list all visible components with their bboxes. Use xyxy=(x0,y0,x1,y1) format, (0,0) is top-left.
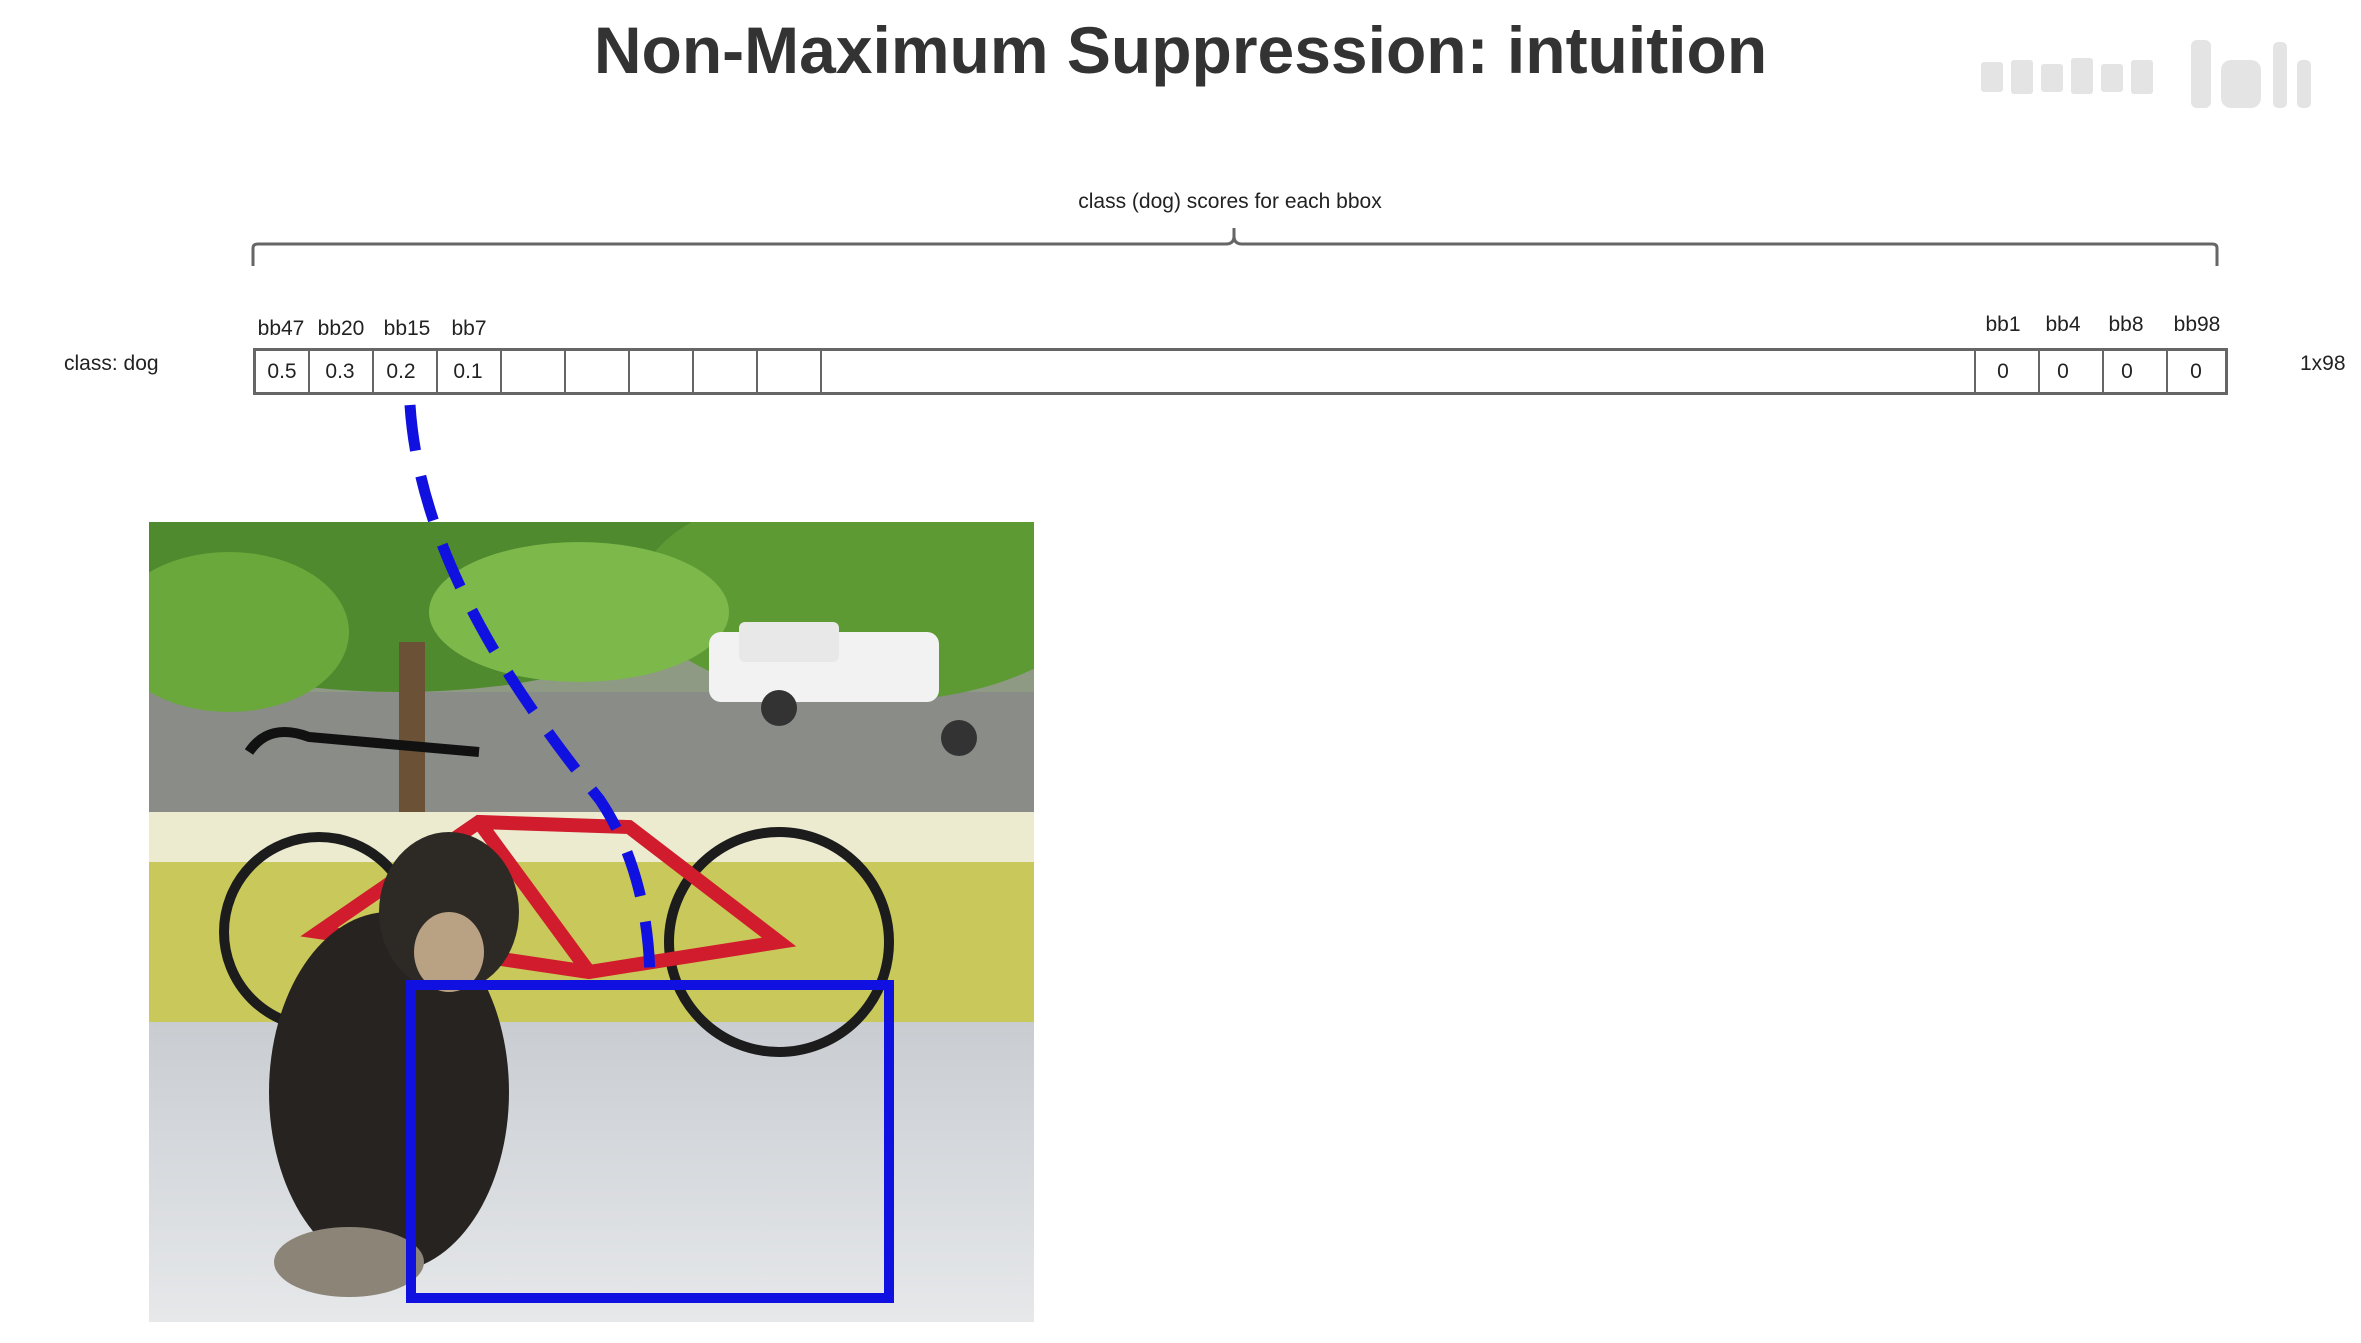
cell-divider xyxy=(1974,351,1976,392)
bbox-label-bb7: bb7 xyxy=(451,317,487,340)
slide-title: Non-Maximum Suppression: intuition xyxy=(593,13,1768,87)
curly-brace xyxy=(251,228,2219,266)
score-cell-bb47: 0.5 xyxy=(267,360,297,383)
score-cell-bb7: 0.1 xyxy=(453,360,483,383)
score-cell-bb8: 0 xyxy=(2121,360,2133,383)
bbox-label-bb8: bb8 xyxy=(2108,313,2144,336)
cell-divider xyxy=(372,351,374,392)
cell-divider xyxy=(692,351,694,392)
bbox-label-bb98: bb98 xyxy=(2173,313,2221,336)
dimension-label: 1x98 xyxy=(2300,352,2346,375)
cell-divider xyxy=(756,351,758,392)
row-label: class: dog xyxy=(64,352,159,375)
bbox-label-bb15: bb15 xyxy=(383,317,431,340)
brace-caption: class (dog) scores for each bbox xyxy=(1078,190,1382,213)
score-cell-bb15: 0.2 xyxy=(386,360,416,383)
cell-divider xyxy=(436,351,438,392)
bbox-label-bb20: bb20 xyxy=(317,317,365,340)
cell-divider xyxy=(628,351,630,392)
cell-divider xyxy=(500,351,502,392)
score-cell-bb4: 0 xyxy=(2057,360,2069,383)
score-cell-bb98: 0 xyxy=(2190,360,2202,383)
score-cell-bb20: 0.3 xyxy=(325,360,355,383)
score-vector: 0.5 0.3 0.2 0.1 0 0 0 0 xyxy=(253,348,2228,395)
bbox-label-bb47: bb47 xyxy=(257,317,305,340)
dog-bicycle-photo xyxy=(149,522,1034,1322)
cell-divider xyxy=(2102,351,2104,392)
score-cell-bb1: 0 xyxy=(1997,360,2009,383)
cell-divider xyxy=(2038,351,2040,392)
cell-divider xyxy=(2166,351,2168,392)
watermark-logo xyxy=(1981,40,2311,108)
bbox-label-bb4: bb4 xyxy=(2045,313,2081,336)
cell-divider xyxy=(564,351,566,392)
cell-divider xyxy=(308,351,310,392)
bbox-label-bb1: bb1 xyxy=(1985,313,2021,336)
white-truck xyxy=(709,622,977,756)
cell-divider xyxy=(820,351,822,392)
